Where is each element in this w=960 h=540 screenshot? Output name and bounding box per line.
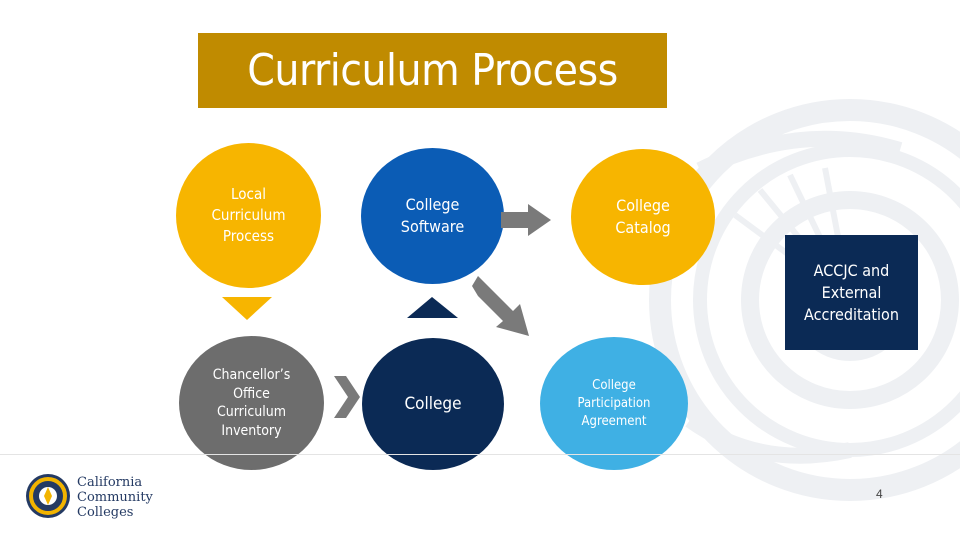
- footer-divider: [0, 454, 960, 455]
- chancellors-office-inventory-label: Chancellor’s Office Curriculum Inventory: [212, 367, 291, 439]
- college-label: College: [404, 394, 462, 414]
- chancellors-office-inventory-node: Chancellor’s Office Curriculum Inventory: [179, 336, 324, 470]
- college-software-node: College Software: [361, 148, 504, 284]
- accjc-accreditation-label: ACCJC and External Accreditation: [804, 260, 899, 324]
- college-logo-wordmark: California Community Colleges: [77, 475, 153, 520]
- logo-line-california: California: [77, 475, 143, 490]
- accjc-accreditation-box: ACCJC and External Accreditation: [785, 235, 918, 350]
- logo-line-community: Community: [77, 490, 153, 505]
- diagonal-arrow-software-to-participation: [472, 276, 529, 336]
- page-number: 4: [876, 487, 883, 501]
- local-curriculum-process-label: Local Curriculum Process: [211, 185, 286, 245]
- up-triangle-arrow: [407, 297, 458, 318]
- chevron-arrow-inventory-to-college: [334, 376, 360, 418]
- college-catalog-node: College Catalog: [571, 149, 715, 285]
- college-software-label: College Software: [400, 195, 465, 236]
- local-curriculum-process-node: Local Curriculum Process: [176, 143, 321, 288]
- right-arrow-software-to-catalog: [501, 204, 551, 236]
- logo-line-colleges: Colleges: [77, 505, 134, 520]
- college-participation-agreement-node: College Participation Agreement: [540, 337, 688, 470]
- california-community-colleges-seal-icon: [26, 474, 70, 518]
- college-participation-agreement-label: College Participation Agreement: [577, 377, 651, 429]
- college-catalog-label: College Catalog: [615, 196, 671, 237]
- college-node: College: [362, 338, 504, 470]
- down-triangle-arrow: [222, 297, 272, 320]
- page-title: Curriculum Process: [198, 33, 667, 108]
